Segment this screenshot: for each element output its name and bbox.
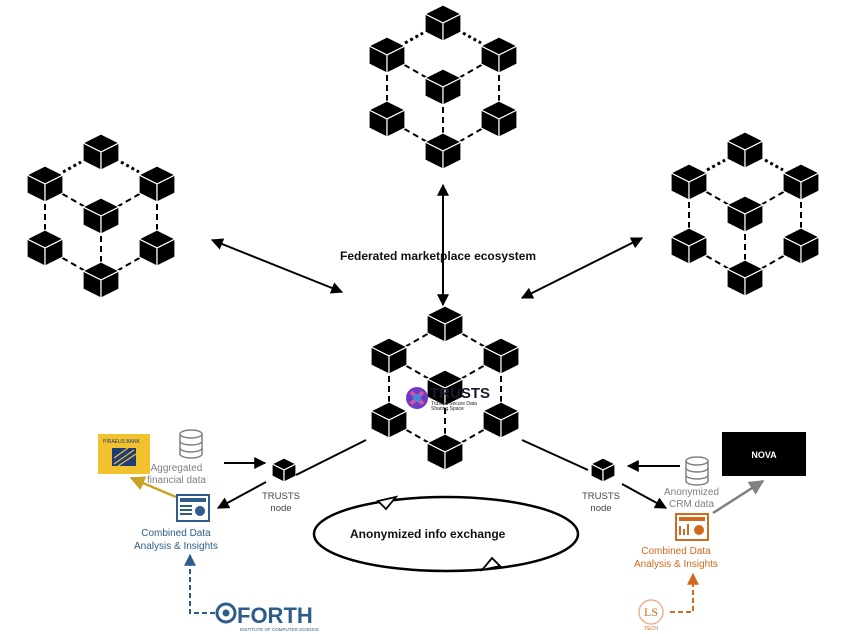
cube: [367, 100, 407, 138]
cube: [725, 131, 765, 169]
database-icon-right: [685, 456, 709, 486]
cluster-dots: [62, 160, 82, 174]
link-center-left-node: [295, 439, 367, 476]
cube: [81, 261, 121, 299]
cube: [423, 132, 463, 170]
svg-text:FORTH: FORTH: [237, 603, 313, 628]
exchange-cycle: [312, 495, 580, 573]
cube: [137, 229, 177, 267]
arrow-right-cluster: [520, 237, 644, 299]
cube: [425, 433, 465, 471]
trusts-node-right-cube: [589, 457, 617, 483]
arrow-node-to-analysis-right: [621, 483, 668, 509]
trusts-node-left-cube: [270, 457, 298, 483]
cube: [481, 337, 521, 375]
svg-text:TECH: TECH: [644, 626, 658, 632]
arrow-left-cluster: [210, 238, 344, 294]
cube: [589, 457, 617, 483]
cube: [781, 163, 821, 201]
cube: [479, 36, 519, 74]
arrow-forth-to-analysis: [184, 553, 215, 614]
cube: [369, 337, 409, 375]
analytics-icon-right: [675, 513, 709, 541]
svg-text:LS: LS: [644, 605, 658, 619]
nova-logo: NOVA: [722, 432, 806, 476]
cluster-dots: [764, 158, 784, 172]
cube: [25, 165, 65, 203]
blockchain-cluster-right: [669, 131, 821, 297]
cube: [479, 100, 519, 138]
blockchain-cluster-top: [367, 4, 519, 170]
cube: [81, 197, 121, 235]
trusts-logo: TRUSTS Trusted Secure Data Sharing Space: [406, 385, 490, 412]
cube: [25, 229, 65, 267]
arrow-analysis-to-piraeus: [129, 476, 177, 499]
piraeus-bank-logo: PIRAEUS BANK: [98, 434, 150, 474]
cube: [425, 305, 465, 343]
cluster-dots: [404, 31, 424, 45]
blockchain-cluster-left: [25, 133, 177, 299]
svg-text:TRUSTS: TRUSTS: [430, 385, 490, 402]
analytics-icon-left: [176, 494, 210, 522]
cluster-dots: [706, 158, 726, 172]
svg-text:Trusted Secure Data: Trusted Secure Data: [431, 401, 477, 407]
blockchain-cluster-center: [369, 305, 521, 471]
lstech-logo: LS TECH: [638, 599, 664, 632]
cube: [669, 163, 709, 201]
cube: [270, 457, 298, 483]
cube: [81, 133, 121, 171]
link-center-right-node: [521, 439, 589, 471]
arrow-node-to-analysis-left: [216, 481, 267, 509]
cube: [137, 165, 177, 203]
svg-text:PIRAEUS BANK: PIRAEUS BANK: [103, 439, 141, 445]
anonymized-exchange-label: Anonymized info exchange: [350, 527, 506, 541]
cluster-dots: [120, 160, 140, 174]
cube: [781, 227, 821, 265]
federated-ecosystem-label: Federated marketplace ecosystem: [340, 249, 537, 263]
arrow-analysis-to-nova: [712, 479, 765, 515]
cube: [423, 4, 463, 42]
svg-text:NOVA: NOVA: [751, 450, 777, 460]
cube: [669, 227, 709, 265]
forth-logo: FORTH INSTITUTE OF COMPUTER SCIENCE: [215, 602, 319, 632]
svg-text:Sharing Space: Sharing Space: [431, 406, 464, 412]
arrow-lstech-to-analysis: [670, 572, 699, 613]
cube: [725, 259, 765, 297]
cube: [367, 36, 407, 74]
database-icon-left: [179, 429, 203, 459]
cube: [725, 195, 765, 233]
cube: [369, 401, 409, 439]
cube: [425, 369, 465, 407]
svg-text:INSTITUTE OF COMPUTER SCIENCE: INSTITUTE OF COMPUTER SCIENCE: [240, 627, 319, 632]
cube: [481, 401, 521, 439]
cube: [423, 68, 463, 106]
cluster-dots: [462, 31, 482, 45]
